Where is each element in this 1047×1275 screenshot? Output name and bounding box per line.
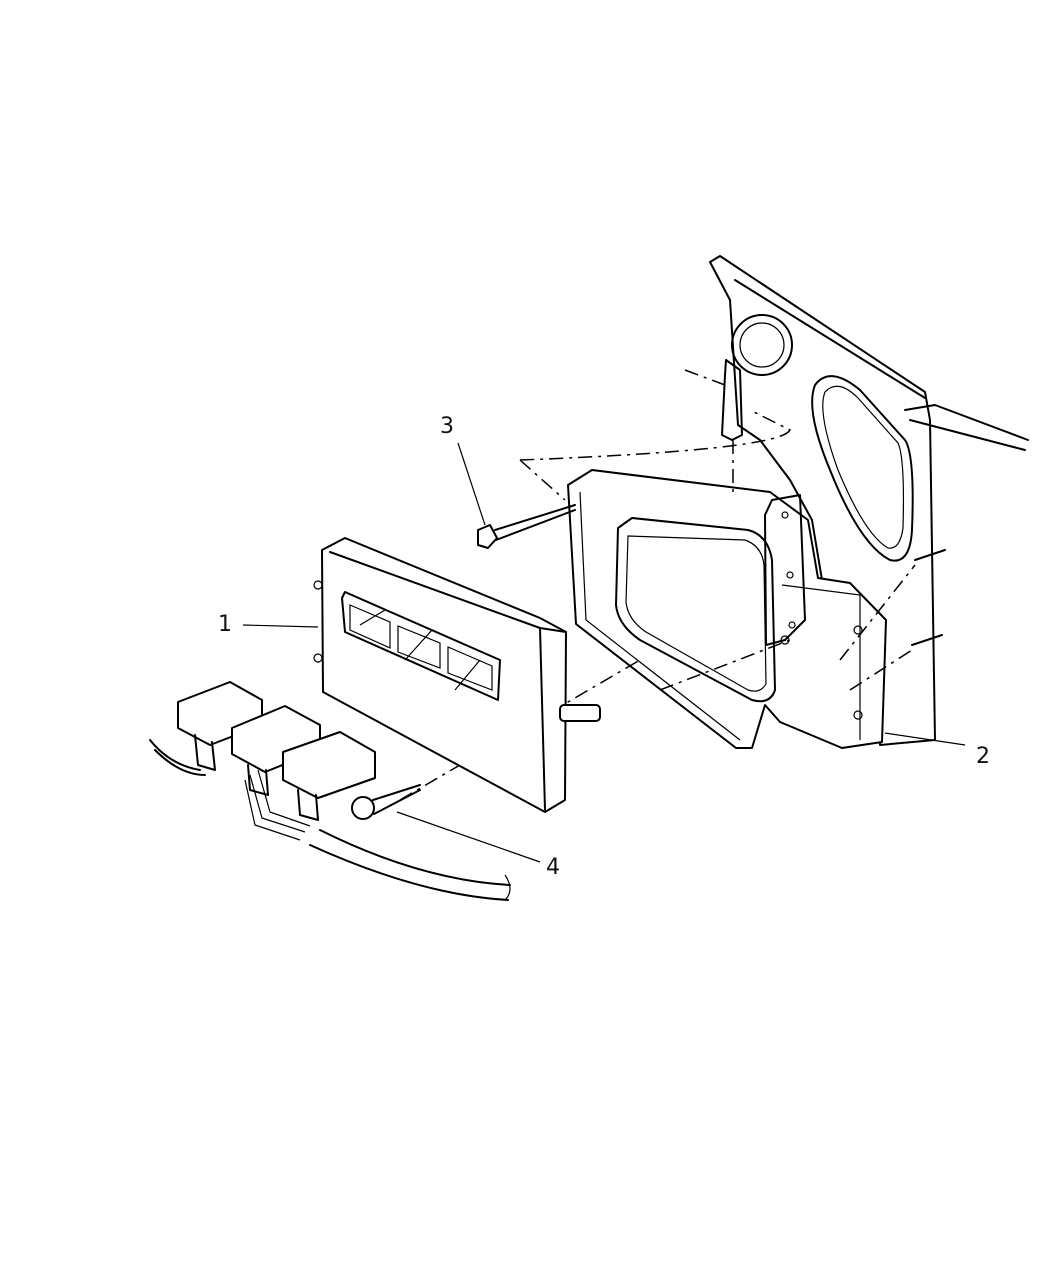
body-panel: [709, 255, 1029, 746]
callout-2: 2: [976, 744, 990, 769]
lower-bolt: [351, 784, 421, 820]
callout-1: 1: [218, 612, 232, 637]
upper-bolt: [477, 504, 576, 549]
callout-3: 3: [440, 414, 454, 439]
mounting-bracket: [567, 469, 946, 749]
leader-line-3: [457, 442, 486, 526]
leader-line-1: [242, 624, 319, 628]
wiring-harness: [149, 681, 511, 901]
leader-line-4: [396, 811, 541, 863]
callout-4: 4: [546, 855, 560, 880]
leader-line-2: [884, 732, 966, 746]
ecu-module: [313, 537, 601, 813]
